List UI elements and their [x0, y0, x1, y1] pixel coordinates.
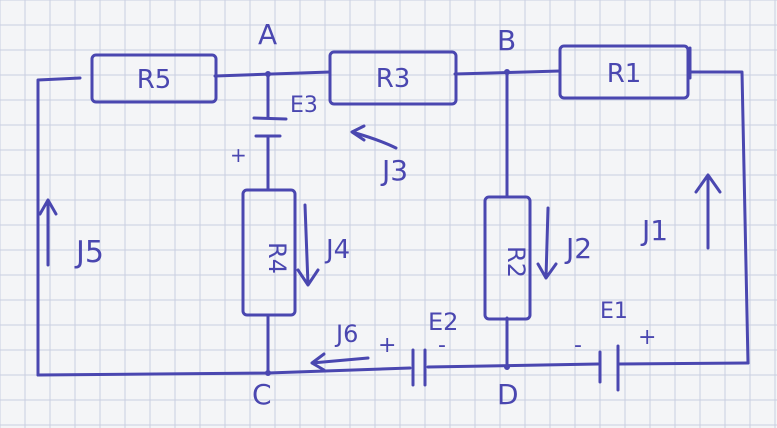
wire-left [36, 76, 82, 377]
junction-a [265, 71, 271, 77]
arrow-i4 [296, 203, 320, 287]
arrow-i2 [536, 206, 558, 280]
wire-bottom-left [36, 366, 412, 377]
resistor-r3 [328, 50, 458, 106]
e3-plate-long [252, 116, 288, 121]
label-r2: R2 [502, 246, 530, 278]
e3-plus-sign: + [230, 143, 247, 167]
resistors [90, 44, 692, 321]
source-e3-symbol [252, 116, 288, 138]
e2-minus-sign: - [438, 333, 446, 358]
label-e2: E2 [428, 308, 458, 336]
source-e1-symbol [598, 344, 620, 392]
label-r1: R1 [607, 59, 642, 89]
resistor-r1 [558, 44, 690, 100]
junction-d [504, 364, 510, 370]
label-e3: E3 [290, 93, 318, 118]
label-i4: J4 [324, 235, 350, 265]
wire-top-a [213, 70, 332, 78]
label-i2: J2 [564, 232, 592, 265]
wire-bottom-right [616, 361, 750, 366]
node-label-d: D [497, 378, 519, 411]
label-i6: J6 [334, 320, 358, 348]
label-i1: J1 [640, 214, 668, 247]
label-r5: R5 [137, 65, 172, 95]
label-r3: R3 [376, 64, 411, 94]
label-i5: J5 [74, 235, 104, 270]
resistor-r5 [90, 53, 218, 104]
arrow-i5 [38, 198, 58, 267]
wire-right [688, 70, 750, 365]
e1-plus-sign: + [638, 325, 656, 350]
current-arrows [38, 124, 722, 372]
resistor-r4 [241, 188, 297, 317]
junction-dots [265, 69, 510, 376]
resistor-r2 [483, 195, 532, 321]
arrow-i6 [310, 352, 370, 372]
source-e2-symbol [411, 348, 427, 387]
node-label-b: B [497, 24, 516, 57]
junction-b [504, 69, 510, 75]
e1-minus-sign: - [574, 333, 582, 358]
node-label-c: C [252, 378, 272, 411]
junction-c [265, 370, 271, 376]
arrow-i1 [694, 173, 722, 250]
label-i3: J3 [380, 154, 408, 187]
label-e1: E1 [600, 299, 628, 324]
e2-plus-sign: + [378, 333, 396, 358]
wire-bottom-middle [426, 362, 600, 369]
node-label-a: A [258, 18, 277, 51]
label-r4: R4 [263, 242, 291, 274]
arrow-i3 [350, 124, 398, 150]
